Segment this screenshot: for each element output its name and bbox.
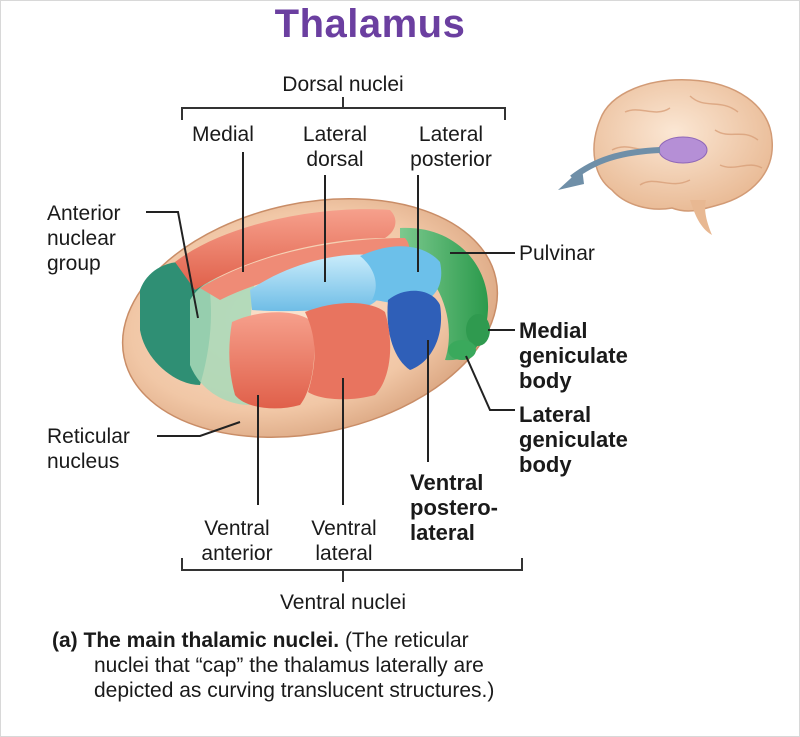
leader-lines (146, 152, 515, 505)
label-lateral-posterior: Lateral posterior (410, 123, 492, 171)
label-ventral-lateral: Ventral lateral (311, 517, 377, 565)
label-reticular-nucleus: Reticular nucleus (47, 425, 130, 473)
label-ventral-posterolateral: Ventral postero- lateral (410, 470, 498, 545)
lateral-posterior-shape (360, 246, 442, 305)
thalamus-highlight (658, 136, 708, 164)
label-medial-geniculate-body: Medial geniculate body (519, 318, 628, 393)
caption-line-1-rest: (The reticular (344, 629, 469, 652)
label-ventral-anterior: Ventral anterior (201, 517, 273, 565)
medial-dorsal-shape (175, 209, 396, 290)
label-anterior-nuclear-group: Anterior nuclear group (47, 202, 121, 275)
label-lateral-dorsal: Lateral dorsal (302, 123, 368, 171)
caption-line-1: (a) The main thalamic nuclei. (The retic… (52, 628, 672, 653)
ventral-lateral-shape (305, 303, 391, 400)
caption-lead: The main thalamic nuclei. (83, 629, 340, 652)
label-ventral-nuclei: Ventral nuclei (279, 591, 407, 614)
figure-title: Thalamus (274, 2, 466, 46)
ventral-nuclei-bracket (181, 558, 523, 582)
caption-line-3: depicted as curving translucent structur… (94, 679, 495, 702)
brain-inset (558, 79, 773, 235)
caption-prefix: (a) (52, 629, 78, 652)
arrow-head-icon (558, 168, 584, 190)
figure-caption: (a) The main thalamic nuclei. (The retic… (52, 628, 672, 703)
ventral-anterior-shape (229, 312, 315, 409)
lateral-geniculate-shape (448, 340, 476, 360)
dorsal-nuclei-bracket (181, 97, 506, 120)
thalamus-illustration (121, 198, 499, 438)
medial-geniculate-shape (466, 314, 490, 346)
label-medial: Medial (192, 123, 254, 146)
label-dorsal-nuclei: Dorsal nuclei (282, 73, 404, 96)
label-pulvinar: Pulvinar (519, 242, 595, 265)
lateral-dorsal-shape (250, 254, 387, 312)
brainstem (690, 200, 712, 235)
caption-line-2: nuclei that “cap” the thalamus laterally… (94, 654, 484, 677)
label-lateral-geniculate-body: Lateral geniculate body (519, 402, 628, 477)
